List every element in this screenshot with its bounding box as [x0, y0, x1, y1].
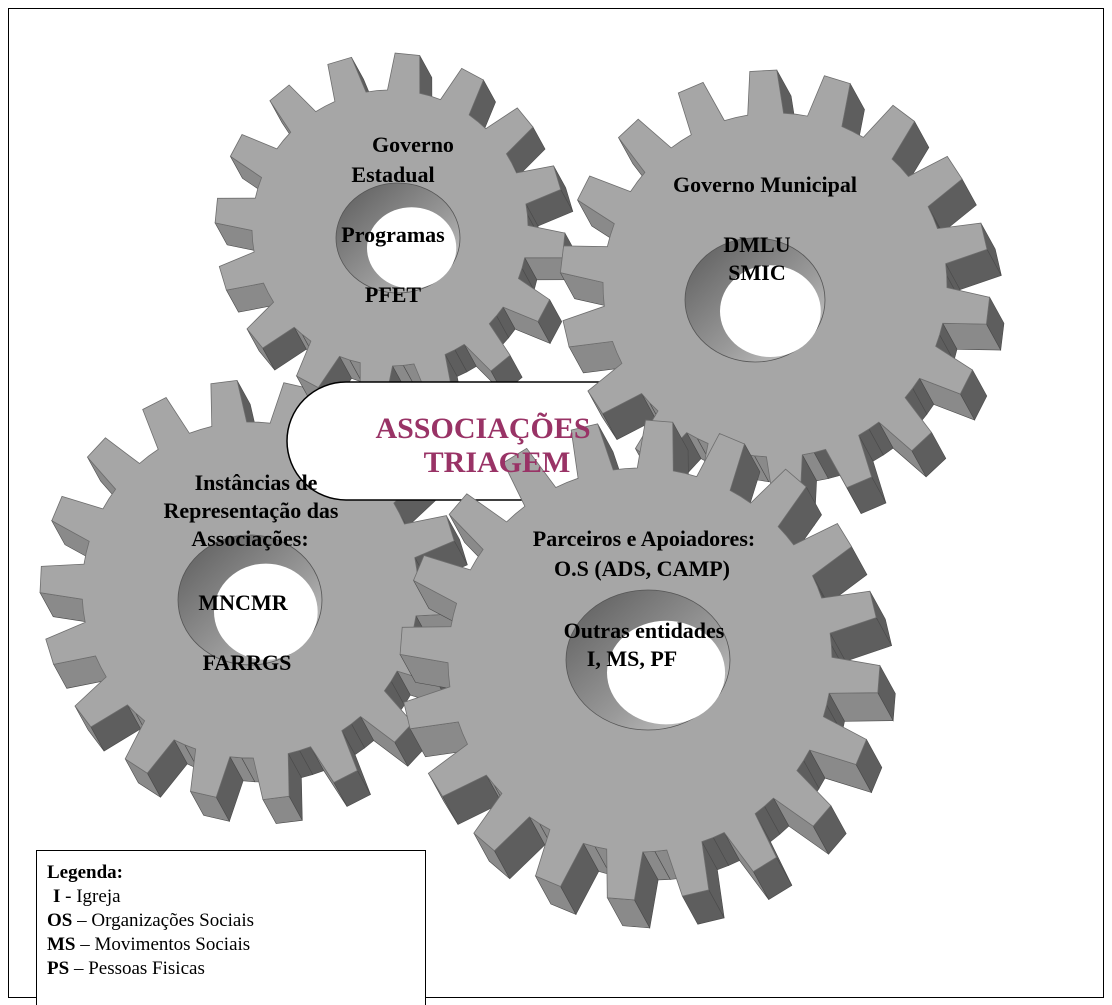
label-governo-municipal: Governo Municipal: [673, 172, 857, 197]
label-instancias: Instâncias de: [194, 470, 318, 495]
label-parceiros: Parceiros e Apoiadores:: [532, 526, 756, 551]
center-title-associacoes: ASSOCIAÇÕES: [375, 412, 591, 445]
label-associacoes: Associações:: [191, 526, 309, 551]
diagram-frame: [8, 8, 1104, 998]
legend-item-i: I - Igreja: [53, 886, 121, 907]
legend-box: Legenda: I - Igreja OS – Organizações So…: [36, 850, 426, 1005]
legend-item-os: OS – Organizações Sociais: [47, 910, 255, 931]
label-governo: Governo: [372, 132, 454, 157]
label-mncmr: MNCMR: [198, 590, 288, 615]
label-estadual: Estadual: [351, 162, 435, 187]
gear-parceiros: [399, 419, 896, 929]
label-farrgs: FARRGS: [202, 650, 292, 675]
label-dmlu: DMLU: [723, 232, 791, 257]
label-i-ms-pf: I, MS, PF: [586, 646, 678, 671]
label-pfet: PFET: [364, 282, 422, 307]
legend-item-ms: MS – Movimentos Sociais: [47, 934, 251, 955]
label-smic: SMIC: [728, 260, 786, 285]
label-representacao: Representação das: [163, 498, 339, 523]
label-outras-entidades: Outras entidades: [563, 618, 725, 643]
legend-title: Legenda:: [47, 862, 123, 883]
center-title-triagem: TRIAGEM: [423, 446, 571, 479]
label-os: O.S (ADS, CAMP): [554, 556, 730, 581]
label-programas: Programas: [341, 222, 445, 247]
legend-item-ps: PS – Pessoas Fisicas: [47, 958, 205, 979]
